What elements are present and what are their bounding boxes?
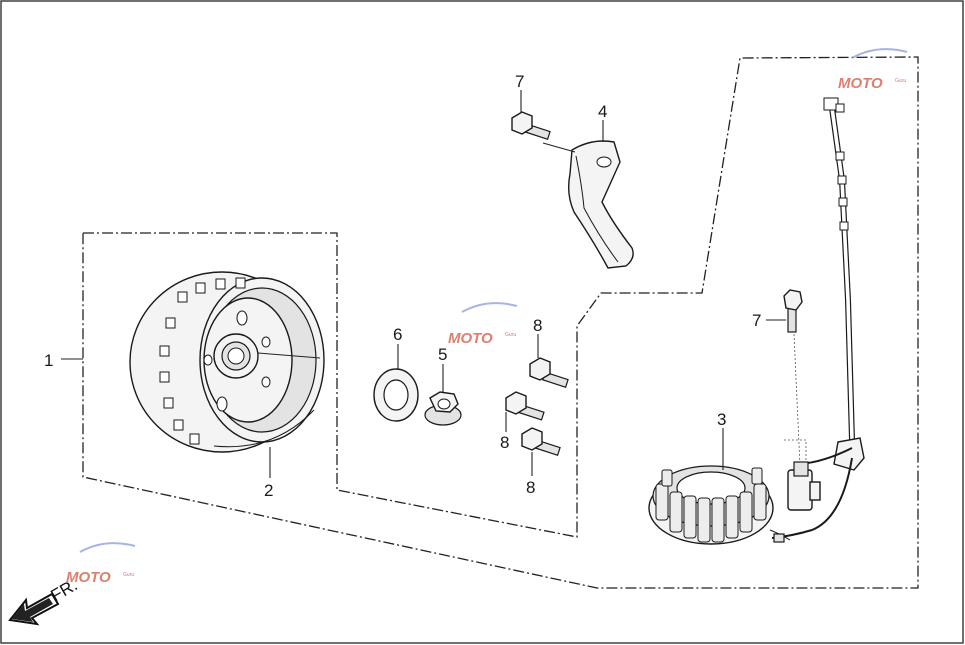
wire-bracket bbox=[567, 140, 634, 269]
watermark-tagline: Guru bbox=[505, 332, 516, 338]
watermark-tagline: Guru bbox=[895, 78, 906, 84]
callout-8-middle: 8 bbox=[500, 433, 509, 452]
watermark-top-right: MOTO Guru bbox=[838, 48, 908, 92]
callout-1: 1 bbox=[44, 351, 53, 370]
watermark-bottom-left: MOTO Guru bbox=[66, 542, 136, 586]
watermark-brand: MOTO bbox=[66, 569, 111, 586]
bolt-8-middle bbox=[505, 391, 545, 421]
group-outline-flywheel bbox=[82, 56, 919, 589]
callout-4: 4 bbox=[598, 102, 607, 121]
callout-7-right: 7 bbox=[752, 311, 761, 330]
watermark-center: MOTO Guru bbox=[448, 302, 518, 347]
watermark-tagline: Guru bbox=[123, 572, 134, 578]
bolt-7-top bbox=[511, 111, 551, 140]
callout-8-lower: 8 bbox=[526, 478, 535, 497]
callout-8-upper: 8 bbox=[533, 316, 542, 335]
bolt-8-upper bbox=[529, 357, 569, 388]
stator-coil-poles bbox=[655, 467, 767, 543]
pulser-coil bbox=[787, 461, 821, 511]
rotor-windows bbox=[159, 277, 246, 445]
stator bbox=[648, 465, 791, 545]
callout-3: 3 bbox=[717, 410, 726, 429]
flange-nut bbox=[424, 391, 462, 426]
clamp-hidden-outline bbox=[784, 439, 807, 466]
flywheel-rotor bbox=[129, 271, 325, 453]
callout-6: 6 bbox=[393, 325, 402, 344]
washer bbox=[373, 368, 419, 422]
stator-wire-harness bbox=[771, 97, 865, 539]
callout-7-top: 7 bbox=[515, 72, 524, 91]
watermark-brand: MOTO bbox=[448, 330, 493, 347]
callout-2: 2 bbox=[264, 481, 273, 500]
watermark-brand: MOTO bbox=[838, 75, 883, 92]
bolt-8-lower bbox=[521, 427, 561, 456]
callout-5: 5 bbox=[438, 345, 447, 364]
front-direction-arrow bbox=[8, 592, 60, 626]
bolt-7-right bbox=[783, 289, 803, 333]
